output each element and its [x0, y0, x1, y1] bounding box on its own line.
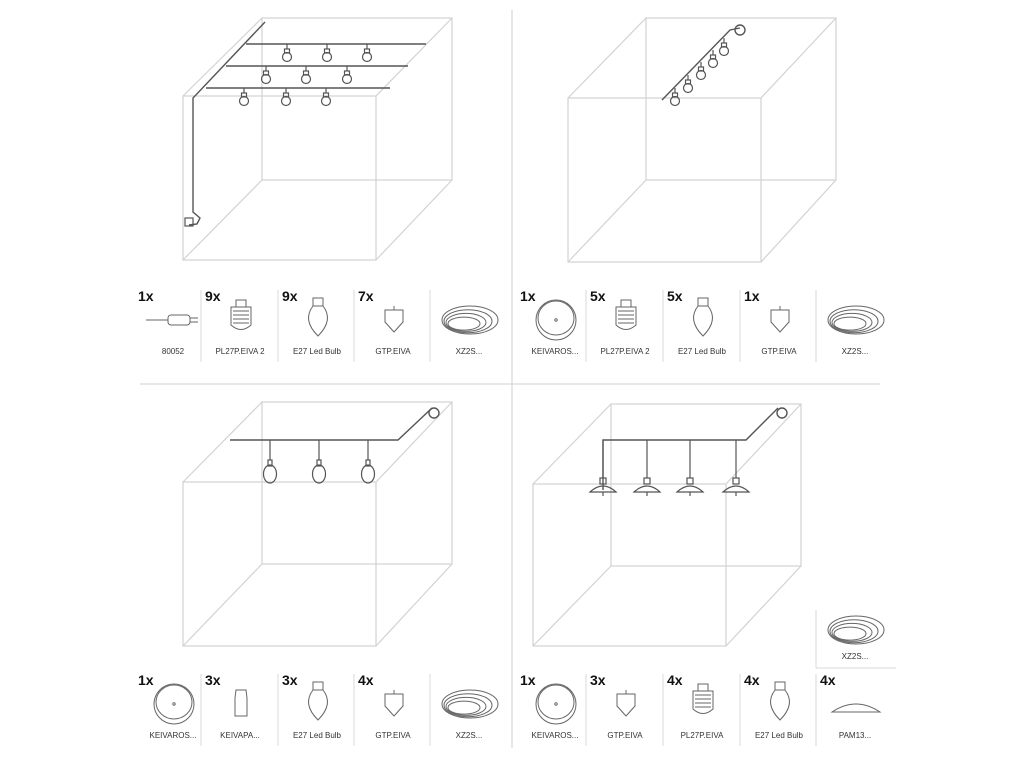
lampholder-icon [692, 683, 714, 714]
cable-coil-icon [441, 689, 499, 719]
lamp-shade-icon [830, 703, 882, 713]
cable-clip-icon [770, 306, 790, 333]
cord-grip-icon [234, 689, 248, 717]
part-label: E27 Led Bulb [292, 731, 342, 740]
cable-clip-icon [384, 306, 404, 333]
room-box-q1 [182, 17, 453, 261]
part-quantity: 7x [358, 288, 374, 304]
parts-list-frames [200, 290, 896, 746]
bulbs-q1 [238, 44, 373, 107]
cable-coil-icon [827, 305, 885, 335]
cable-coil-icon [827, 615, 885, 645]
part-label: GTP.EIVA [607, 731, 643, 740]
part-label: E27 Led Bulb [754, 731, 804, 740]
lampholder-icon [615, 299, 637, 330]
part-quantity: 9x [205, 288, 221, 304]
pendants-q3 [262, 440, 376, 484]
plug-graphic-q1 [184, 217, 194, 227]
part-quantity: 1x [520, 288, 536, 304]
cable-clip-icon [616, 690, 636, 717]
ceiling-rose-icon [153, 683, 195, 725]
part-label: GTP.EIVA [375, 347, 411, 356]
bulb-icon [770, 681, 790, 721]
part-quantity: 4x [820, 672, 836, 688]
ceiling-rose-icon [535, 683, 577, 725]
lampholder-icon [230, 299, 252, 330]
part-quantity: 4x [667, 672, 683, 688]
ceiling-rose-icon [535, 299, 577, 341]
plug-icon [146, 314, 198, 326]
part-quantity: 1x [744, 288, 760, 304]
part-label: XZ2S... [841, 347, 869, 356]
part-quantity: 5x [590, 288, 606, 304]
room-box-q2 [567, 17, 837, 263]
part-label: PAM13... [838, 731, 872, 740]
part-quantity: 1x [138, 672, 154, 688]
part-label: PL27P.EIVA [680, 731, 724, 740]
cable-coil-icon [441, 305, 499, 335]
bulb-icon [308, 297, 328, 337]
part-label: E27 Led Bulb [292, 347, 342, 356]
part-quantity: 9x [282, 288, 298, 304]
part-quantity: 3x [205, 672, 221, 688]
room-box-q4 [532, 403, 802, 647]
part-label: PL27P.EIVA 2 [600, 347, 650, 356]
part-label: KEIVAPA... [220, 731, 260, 740]
part-quantity: 4x [358, 672, 374, 688]
bulbs-q2 [669, 38, 730, 107]
shaded-pendants-q4 [588, 440, 751, 496]
part-quantity: 1x [138, 288, 154, 304]
light-installation-q2 [661, 24, 746, 101]
part-label: 80052 [161, 347, 185, 356]
parts-list-icons [146, 297, 885, 725]
light-installation-q1 [188, 21, 426, 226]
part-quantity: 3x [282, 672, 298, 688]
part-label: KEIVAROS... [531, 347, 579, 356]
part-label: GTP.EIVA [761, 347, 797, 356]
part-quantity: 3x [590, 672, 606, 688]
part-label: XZ2S... [455, 347, 483, 356]
part-label: XZ2S... [841, 652, 869, 661]
part-label: KEIVAROS... [531, 731, 579, 740]
light-installation-q3 [230, 407, 440, 441]
part-label: XZ2S... [455, 731, 483, 740]
part-quantity: 5x [667, 288, 683, 304]
part-label: PL27P.EIVA 2 [215, 347, 265, 356]
part-quantity: 4x [744, 672, 760, 688]
part-quantity: 1x [520, 672, 536, 688]
part-label: GTP.EIVA [375, 731, 411, 740]
bulb-icon [693, 297, 713, 337]
quadrant-dividers [140, 10, 880, 748]
cable-clip-icon [384, 690, 404, 717]
bulb-icon [308, 681, 328, 721]
part-label: E27 Led Bulb [677, 347, 727, 356]
room-box-q3 [182, 401, 453, 647]
part-label: KEIVAROS... [149, 731, 197, 740]
